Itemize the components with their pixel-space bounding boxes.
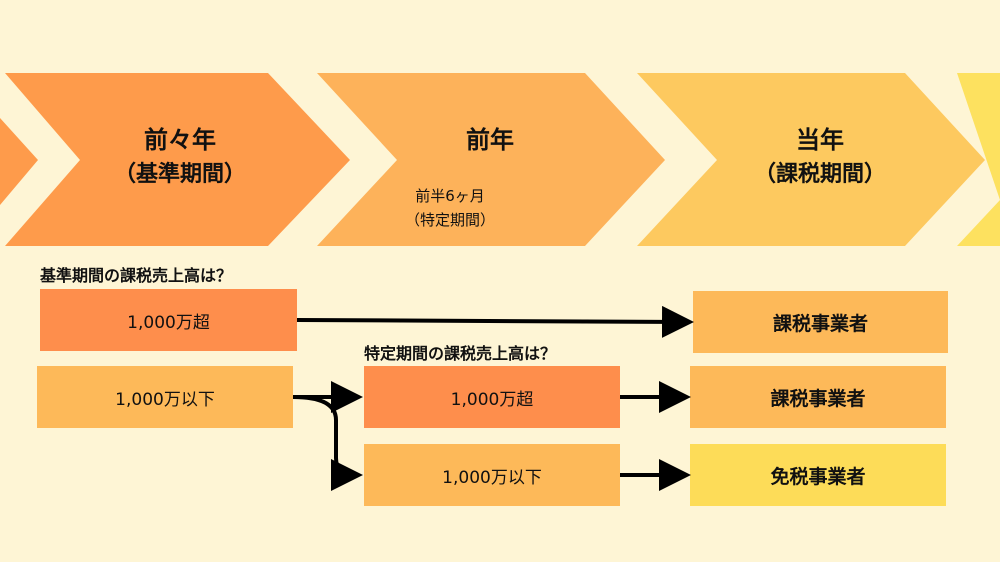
phase-previous-year-title: 前年 xyxy=(466,126,514,154)
phase-previous-year-note-sub: （特定期間） xyxy=(404,211,495,229)
phase-previous-year-note-text: 前半6ヶ月 xyxy=(415,187,485,205)
box-specific-over-rect xyxy=(364,366,620,428)
box-result-taxable-2: 課税事業者 xyxy=(770,387,866,410)
box-result-1-rect xyxy=(693,291,948,353)
question-base-period: 基準期間の課税売上高は？ xyxy=(40,266,233,285)
box-base-over-rect xyxy=(40,289,297,351)
box-specific-over: 1,000万超 xyxy=(450,389,534,410)
box-base-over: 1,000万超 xyxy=(127,312,210,333)
box-specific-under: 1,000万以下 xyxy=(442,467,542,488)
box-result-2-rect xyxy=(690,366,946,428)
chevron-previous-year xyxy=(317,73,665,246)
chevron-two-years-ago xyxy=(5,73,350,246)
phase-two-years-ago-title: 前々年 xyxy=(144,126,216,154)
phase-previous-year-note: 前半6ヶ月 （特定期間） xyxy=(350,184,550,232)
phase-current-year: 当年 （課税期間） xyxy=(720,122,920,192)
box-result-3-rect xyxy=(690,444,946,506)
box-result-exempt: 免税事業者 xyxy=(770,465,866,488)
box-base-under: 1,000万以下 xyxy=(115,389,215,410)
box-specific-under-rect xyxy=(364,444,620,506)
question-specific-period: 特定期間の課税売上高は？ xyxy=(364,344,557,363)
arrow-base-under-to-specific-under xyxy=(292,395,363,491)
phase-two-years-ago: 前々年 （基準期間） xyxy=(80,122,280,192)
chevron-previous xyxy=(0,118,38,205)
phase-current-year-title: 当年 xyxy=(796,126,844,154)
chevron-next xyxy=(957,73,1000,246)
phase-previous-year: 前年 xyxy=(390,122,590,158)
arrow-base-over-to-taxable xyxy=(296,305,694,338)
phase-current-year-subtitle: （課税期間） xyxy=(753,162,886,187)
box-result-taxable-1: 課税事業者 xyxy=(772,312,868,335)
phase-two-years-ago-subtitle: （基準期間） xyxy=(113,162,246,187)
chevron-current-year xyxy=(637,73,985,246)
box-base-under-rect xyxy=(37,366,293,428)
